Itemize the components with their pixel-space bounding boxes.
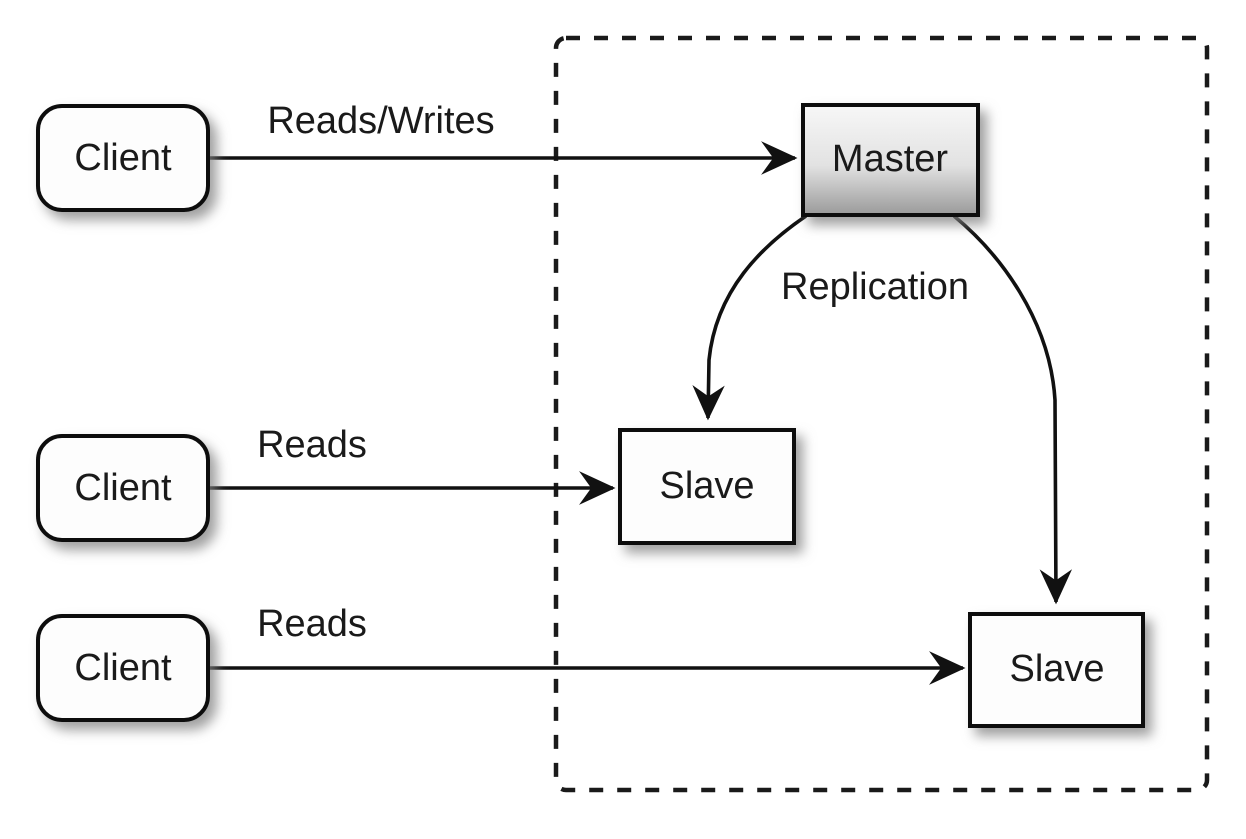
client-3-shape — [36, 614, 210, 722]
node-client-3[interactable]: Client — [36, 614, 210, 722]
edge-master-slave2 — [952, 214, 1073, 605]
edge-label-replication: Replication — [781, 266, 969, 308]
node-client-1[interactable]: Client — [36, 104, 210, 212]
slave-2-shape — [968, 612, 1145, 728]
slave-2-label: Slave — [1009, 648, 1104, 690]
master-shape — [801, 103, 980, 217]
node-client-2[interactable]: Client — [36, 434, 210, 542]
client-3-label: Client — [74, 647, 172, 689]
edge-label-reads-writes: Reads/Writes — [267, 100, 494, 142]
node-slave-2[interactable]: Slave — [968, 612, 1145, 728]
client-1-shape — [36, 104, 210, 212]
slave-1-label: Slave — [659, 465, 754, 507]
slave-1-shape — [618, 428, 796, 545]
edge-label-reads-2: Reads — [257, 603, 367, 645]
client-2-label: Client — [74, 467, 172, 509]
master-label: Master — [832, 138, 948, 180]
cluster-boundary — [553, 35, 1210, 793]
edge-label-reads-1: Reads — [257, 424, 367, 466]
node-slave-1[interactable]: Slave — [618, 428, 796, 545]
node-master[interactable]: Master — [801, 103, 980, 217]
edge-master-slave1 — [692, 214, 808, 421]
client-2-shape — [36, 434, 210, 542]
client-1-label: Client — [74, 137, 172, 179]
